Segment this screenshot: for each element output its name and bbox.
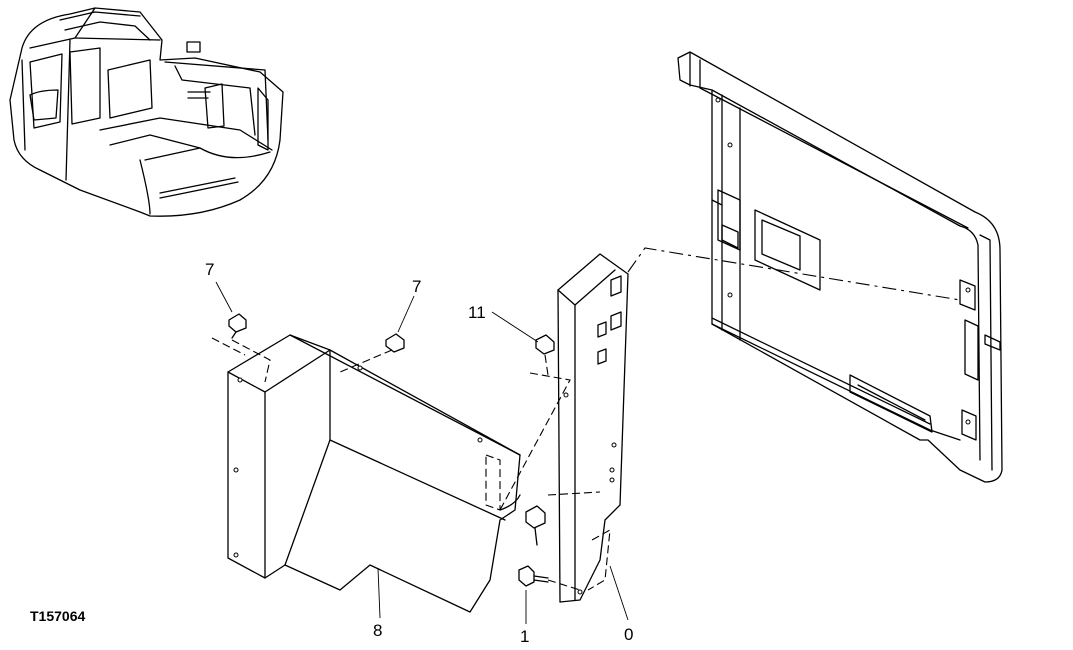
bolt-1-lower xyxy=(518,565,549,587)
bolt-7-left xyxy=(228,313,247,339)
assembly-lines xyxy=(211,247,961,591)
bolt-7-right xyxy=(385,333,405,353)
callout-1: 1 xyxy=(520,627,529,646)
leader-lines xyxy=(215,281,629,624)
callout-11: 11 xyxy=(468,303,486,322)
callout-7-right: 7 xyxy=(412,277,421,296)
figure-id-label: T157064 xyxy=(30,608,85,624)
radiator-frame-illustration xyxy=(677,51,1003,483)
bolt-1-upper xyxy=(525,505,546,546)
bracket-illustration xyxy=(557,253,629,603)
bolt-11 xyxy=(535,334,555,355)
callout-8: 8 xyxy=(373,621,382,640)
callout-7-left: 7 xyxy=(205,260,214,279)
panel-cover-illustration xyxy=(227,334,521,613)
excavator-overview-illustration xyxy=(9,7,284,217)
callout-0: 0 xyxy=(624,625,633,644)
